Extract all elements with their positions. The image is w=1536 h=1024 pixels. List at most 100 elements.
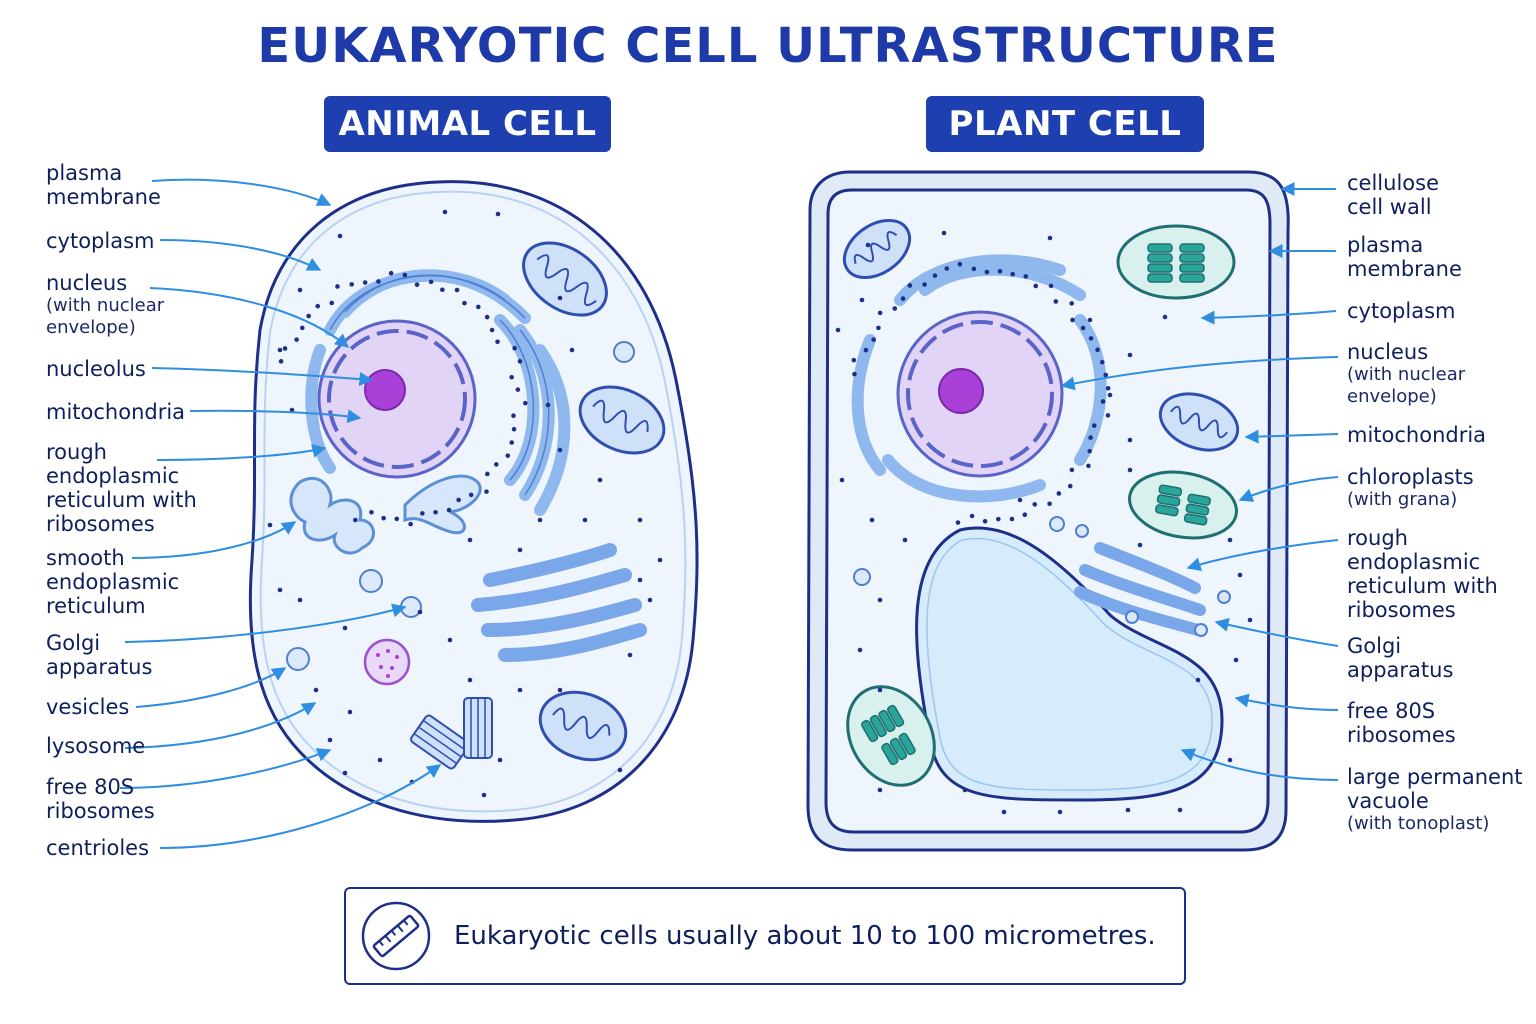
ribosome-dot: [267, 522, 273, 528]
plant-rough-er: [851, 254, 1107, 503]
ribosome-dot: [408, 521, 413, 527]
ribosome-dot: [597, 477, 603, 483]
ribosome-dot: [1022, 512, 1028, 517]
ribosome-dot: [1053, 299, 1059, 304]
animal-smooth-er: [289, 476, 375, 555]
ribosome-dot: [982, 518, 988, 524]
ribosome-dot: [446, 507, 452, 513]
animal-mitochondrion: [538, 690, 628, 762]
label-main: chloroplasts: [1347, 465, 1474, 489]
label-main: plasma: [46, 161, 123, 185]
label-main: free 80S: [1347, 699, 1436, 723]
ribosome-dot: [892, 306, 898, 311]
ribosome-dot: [839, 477, 845, 483]
ribosome-dot: [877, 597, 883, 603]
ribosome-dot: [511, 426, 517, 432]
ribosome-dot: [1125, 807, 1131, 813]
ribosome-dot: [1162, 314, 1168, 320]
ribosome-dot: [537, 517, 543, 523]
ribosome-dot: [1047, 501, 1052, 507]
ribosome-dot: [647, 597, 653, 603]
ribosome-dot: [456, 497, 461, 503]
animal-cell-heading: ANIMAL CELL: [324, 96, 611, 152]
ribosome-dot: [1009, 516, 1015, 522]
label-main: cellulose: [1347, 171, 1439, 195]
ribosome-dot: [349, 282, 354, 287]
ribosome-dot: [481, 792, 487, 798]
label-cont: vacuole: [1347, 789, 1429, 813]
ribosome-dot: [859, 297, 865, 303]
ribosome-dot: [1057, 809, 1063, 815]
ribosome-dot: [1247, 617, 1253, 623]
label-main: vesicles: [46, 695, 130, 719]
label-main: cytoplasm: [1347, 299, 1456, 323]
plant-label-mitochondria: mitochondria: [1347, 423, 1486, 447]
ribosome-dot: [1127, 467, 1133, 473]
animal-label-smooth-er: smooth endoplasmic reticulum: [46, 546, 186, 618]
ribosome-dot: [1087, 448, 1092, 454]
ribosome-dot: [1087, 317, 1093, 323]
plant-label-golgi: Golgi apparatus: [1347, 634, 1453, 682]
ribosome-dot: [1099, 359, 1105, 365]
ribosome-dot: [489, 327, 495, 333]
size-note-text: Eukaryotic cells usually about 10 to 100…: [454, 921, 1156, 951]
ribosome-dot: [1227, 537, 1233, 543]
ribosome-dot: [902, 537, 908, 543]
plant-mitochondrion: [842, 218, 912, 280]
animal-lysosome: [363, 638, 411, 686]
animal-label-nucleus: nucleus (with nuclear envelope): [46, 271, 176, 339]
ribosome-dot: [922, 282, 927, 287]
ribosome-dot: [1177, 807, 1183, 813]
ribosome-dot: [509, 440, 515, 445]
ribosome-dot: [900, 296, 906, 301]
ribosome-dot: [1095, 347, 1100, 353]
ribosome-dot: [1023, 274, 1029, 279]
label-main: free 80S: [46, 775, 135, 799]
ribosome-dot: [277, 347, 283, 353]
ribosome-dot: [1010, 271, 1015, 277]
animal-cell: [248, 180, 699, 823]
label-main: large permanent: [1347, 765, 1523, 789]
ribosome-dot: [289, 407, 295, 413]
ribosome-dot: [582, 517, 588, 523]
label-main: nucleus: [1347, 340, 1429, 364]
ribosome-dot: [294, 337, 299, 342]
ribosome-dot: [381, 515, 386, 521]
label-main: Golgi: [46, 631, 101, 655]
ribosome-dot: [517, 547, 523, 553]
ribosome-dot: [637, 517, 643, 523]
ribosome-dot: [1107, 392, 1113, 398]
ribosome-dot: [1056, 491, 1062, 496]
ribosome-dot: [462, 300, 467, 306]
ribosome-dot: [485, 471, 490, 477]
label-arrows: [119, 178, 1339, 849]
ribosome-dot: [402, 272, 408, 278]
plant-mitochondrion: [1158, 392, 1240, 452]
ribosome-dot: [1091, 423, 1097, 428]
ribosome-dot: [454, 287, 460, 293]
ribosome-dot: [517, 359, 523, 364]
animal-mitochondrion: [578, 385, 666, 455]
label-cont: membrane: [46, 185, 161, 209]
ribosome-dot: [557, 687, 563, 693]
animal-label-nucleolus: nucleolus: [46, 357, 146, 381]
ribosome-dot: [876, 325, 881, 331]
ribosome-dot: [617, 767, 623, 773]
label-cont: cell wall: [1347, 195, 1432, 219]
ribosome-dot: [863, 347, 869, 353]
ribosome-dot: [969, 513, 975, 519]
ribosome-dot: [297, 597, 303, 603]
ribosome-dot: [657, 557, 663, 563]
ribosome-dot: [467, 537, 473, 543]
ribosome-dot: [468, 492, 474, 498]
ribosome-dot: [515, 387, 521, 392]
ribosome-dot: [447, 637, 453, 643]
ribosome-dot: [394, 516, 400, 522]
label-sub: (with nuclear envelope): [46, 295, 165, 338]
ribosome-dot: [517, 687, 523, 693]
ribosome-dot: [932, 273, 938, 278]
ribosome-dot: [1088, 336, 1094, 341]
plant-chloroplast: [1116, 224, 1236, 300]
ribosome-dot: [865, 242, 871, 248]
